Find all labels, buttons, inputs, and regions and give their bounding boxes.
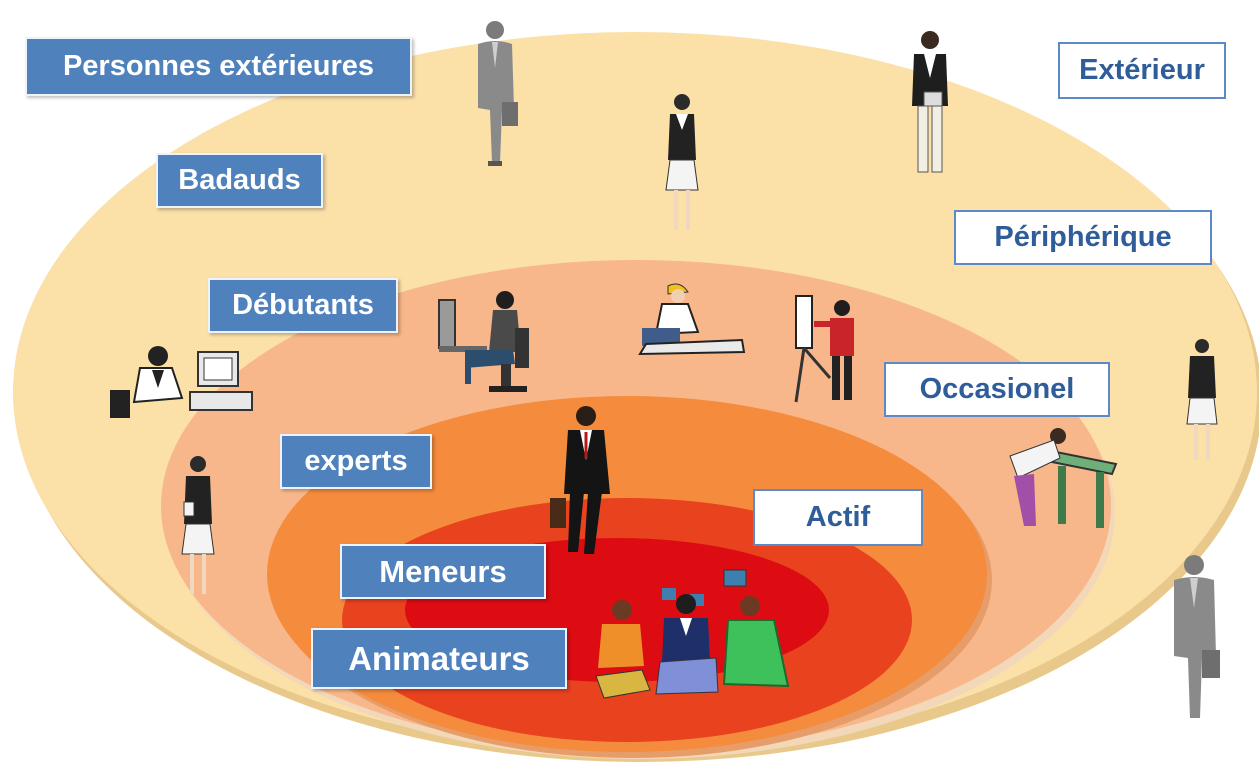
presenter-at-board-figure xyxy=(794,295,854,403)
zone-label-exterieur: Extérieur xyxy=(1058,42,1226,99)
role-label-badauds: Badauds xyxy=(156,153,323,208)
role-label-personnes-exterieures: Personnes extérieures xyxy=(25,37,412,96)
man-with-folder-figure xyxy=(912,31,948,173)
grey-businessman-figure xyxy=(1174,555,1220,718)
walking-businessman-figure xyxy=(550,406,610,554)
man-at-computer-figure xyxy=(110,346,253,418)
woman-figure xyxy=(1186,339,1218,460)
role-label-experts: experts xyxy=(280,434,432,489)
woman-at-drafting-table-figure xyxy=(1009,428,1118,528)
role-label-animateurs: Animateurs xyxy=(311,628,567,689)
role-label-meneurs: Meneurs xyxy=(340,544,546,599)
engineer-drafting-figure xyxy=(638,283,746,356)
woman-figure xyxy=(665,94,699,230)
zone-label-occasionel: Occasionel xyxy=(884,362,1110,417)
role-label-debutants: Débutants xyxy=(208,278,398,333)
woman-figure xyxy=(181,456,215,594)
grey-businessman-figure xyxy=(478,21,518,166)
man-at-desk-figure xyxy=(438,291,529,392)
team-meeting-figure xyxy=(595,569,790,699)
zone-label-peripherique: Périphérique xyxy=(954,210,1212,265)
zone-label-actif: Actif xyxy=(753,489,923,546)
